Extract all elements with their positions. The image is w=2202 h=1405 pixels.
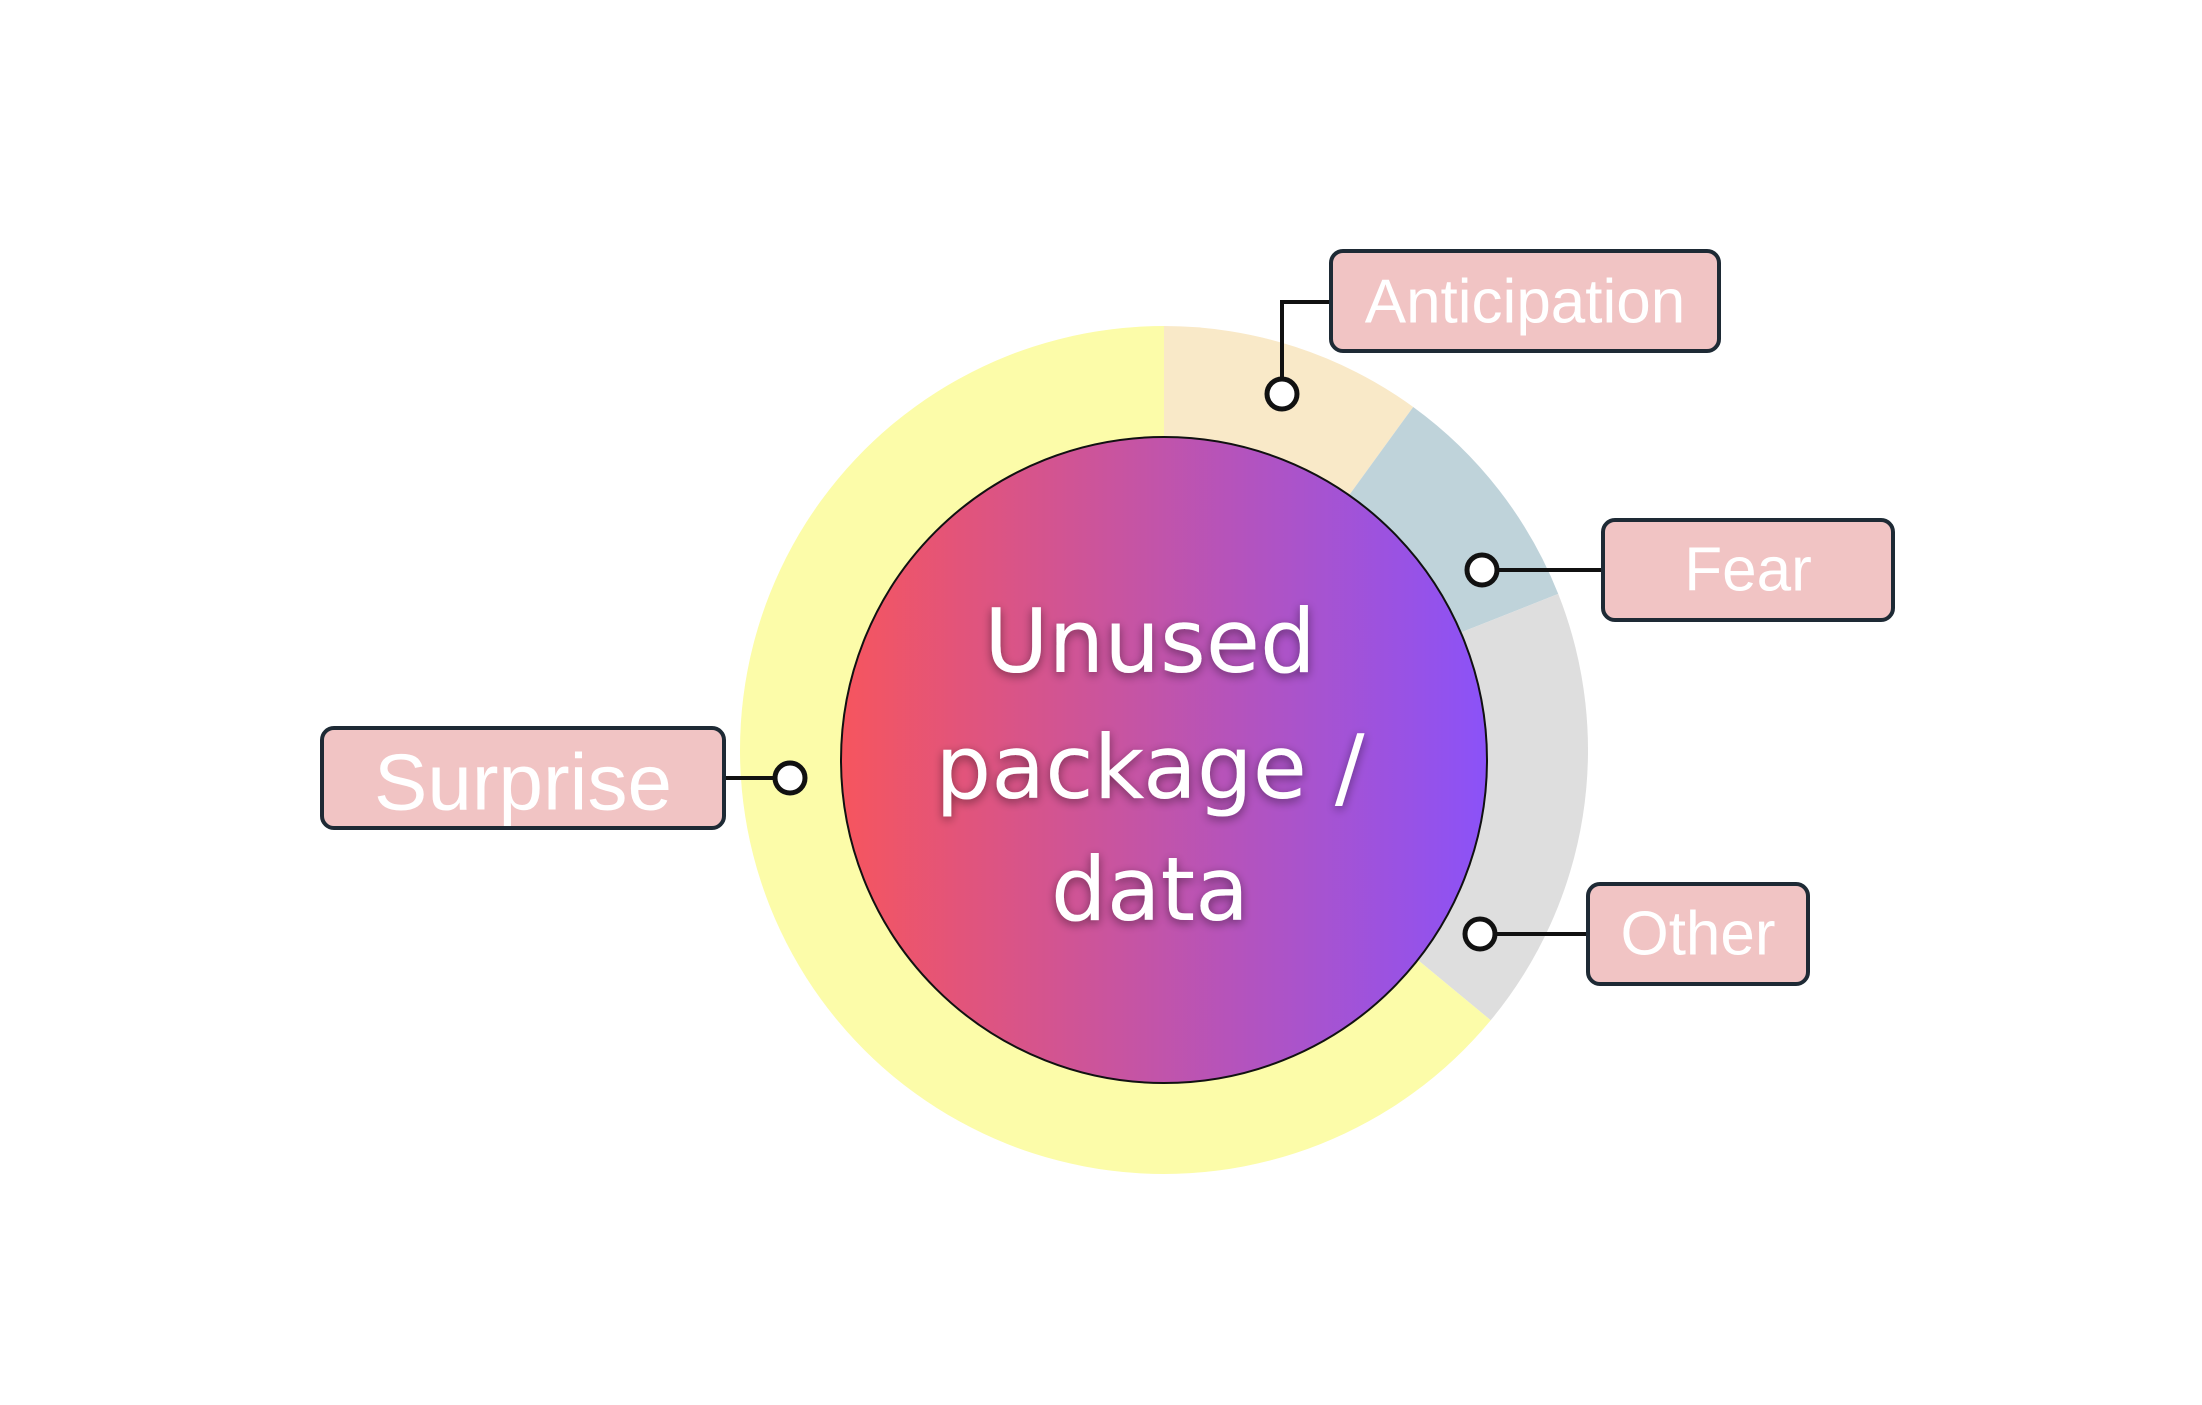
center-label-line-1: Unused — [984, 590, 1316, 693]
label-box-fear — [1601, 518, 1895, 622]
center-label: Unused package / data — [935, 590, 1364, 941]
label-box-surprise — [320, 726, 726, 830]
callout-anticipation: Anticipation — [1264, 249, 1721, 412]
center-label-line-3: data — [1051, 838, 1249, 941]
center-label-line-2: package / — [935, 716, 1364, 819]
marker-anticipation — [1264, 376, 1300, 412]
label-box-other — [1586, 882, 1810, 986]
slice-label-anticipation: Anticipation — [1365, 268, 1686, 337]
marker-other — [1462, 916, 1498, 952]
slice-label-fear: Fear — [1684, 536, 1811, 605]
slice-label-surprise: Surprise — [374, 738, 672, 827]
callout-other: Other — [1462, 882, 1810, 986]
marker-fear — [1464, 552, 1500, 588]
callout-fear: Fear — [1464, 518, 1895, 622]
center-circle — [840, 436, 1488, 1084]
marker-surprise — [772, 760, 808, 796]
slice-label-other: Other — [1620, 900, 1775, 969]
label-box-anticipation — [1329, 249, 1721, 353]
leader-line-anticipation — [1280, 300, 1333, 394]
callout-surprise: Surprise — [320, 726, 808, 830]
